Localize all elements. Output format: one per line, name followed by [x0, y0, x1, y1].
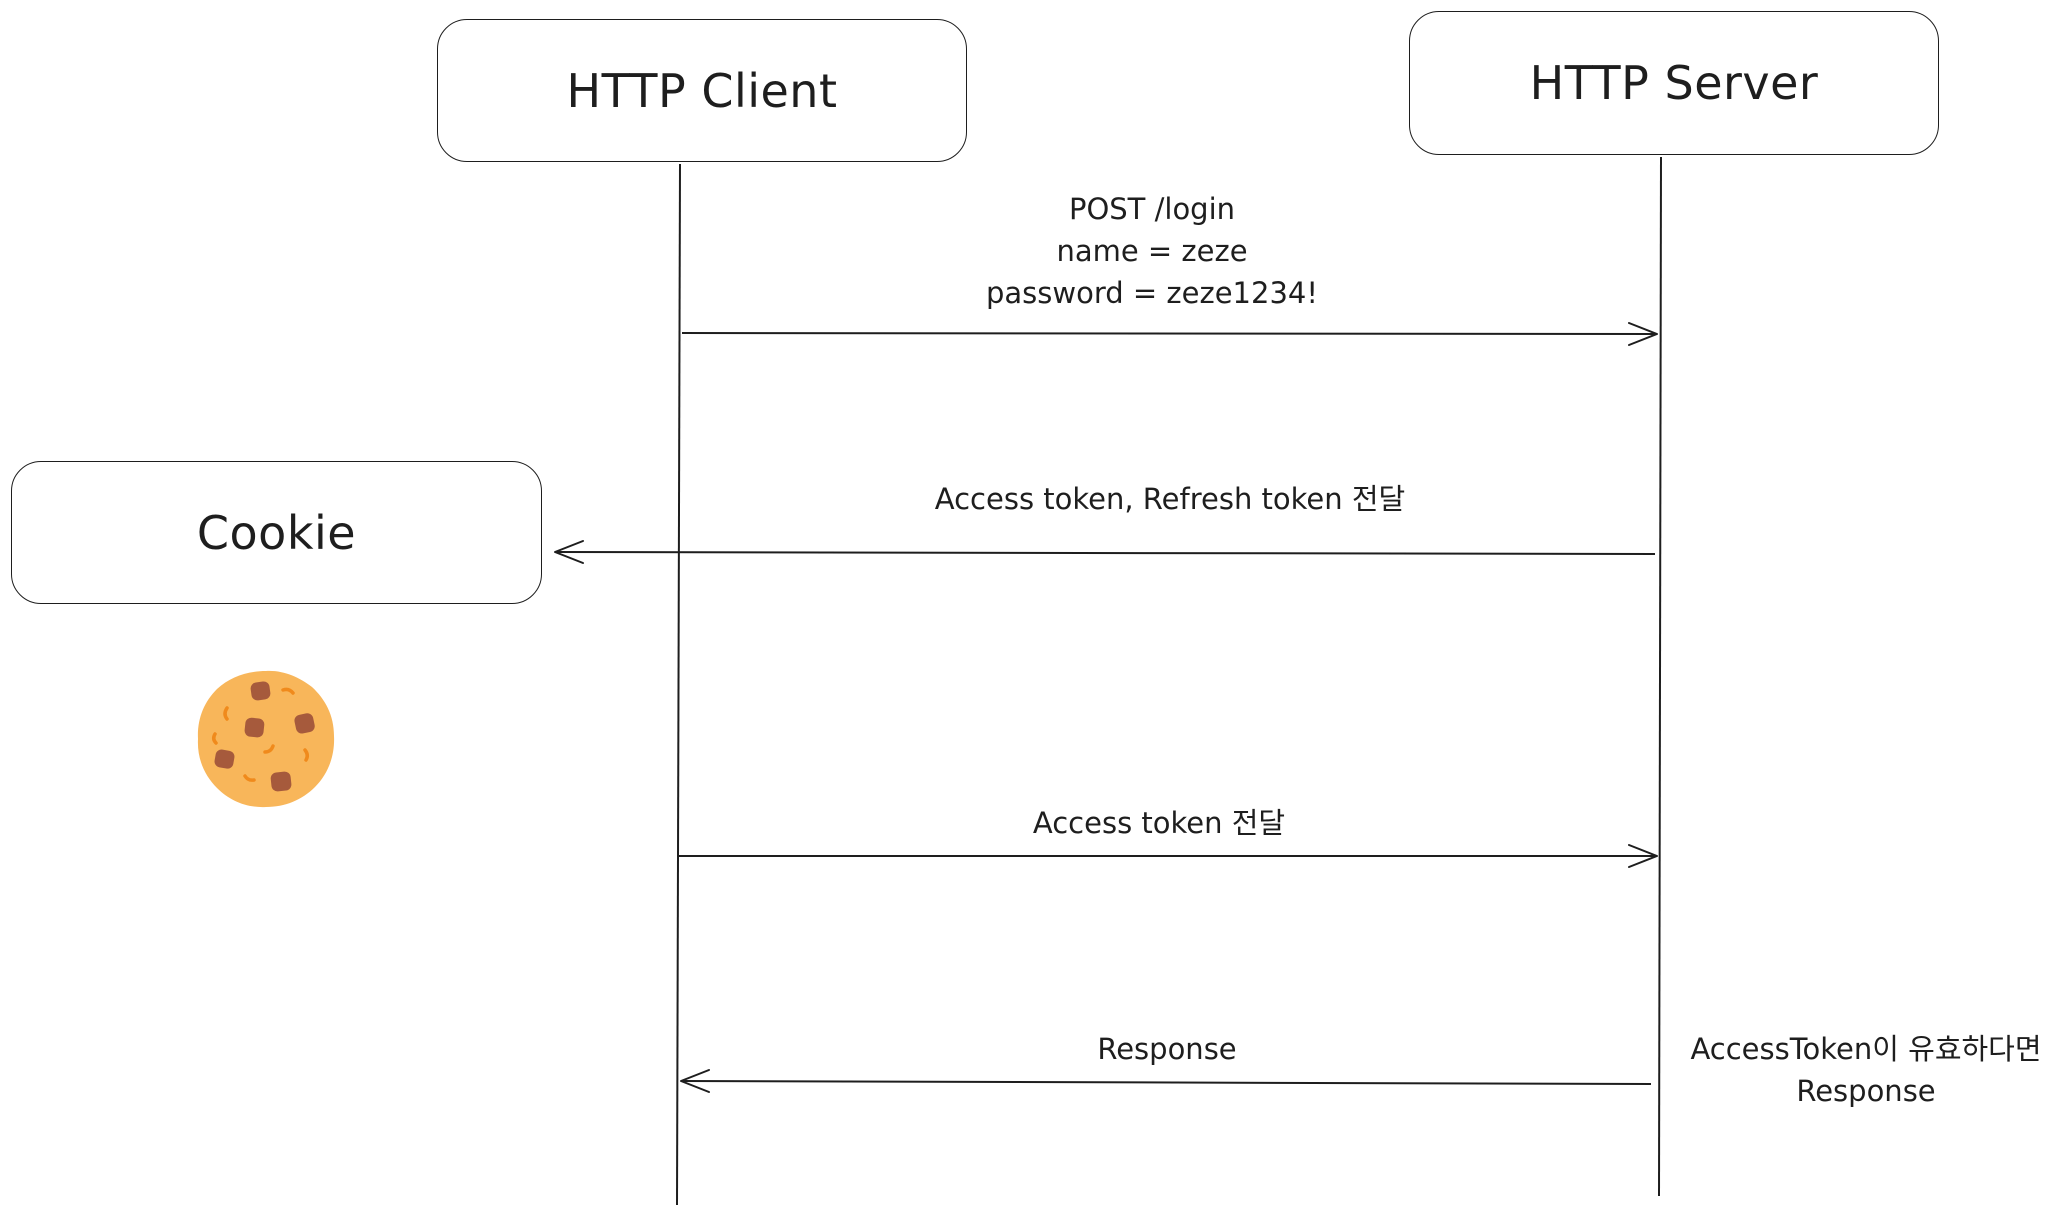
cookie-icon — [197, 670, 335, 808]
participant-http-server-label: HTTP Server — [1529, 56, 1819, 110]
login-arrow — [681, 322, 1658, 346]
participant-cookie: Cookie — [11, 461, 542, 604]
tokens-message-label: Access token, Refresh token 전달 — [934, 482, 1406, 516]
server-note-line: AccessToken이 유효하다면 — [1690, 1032, 2042, 1066]
participant-cookie-label: Cookie — [196, 505, 357, 560]
server-note: AccessToken이 유효하다면 Response — [1690, 1028, 2041, 1112]
response-arrow — [680, 1069, 1652, 1093]
participant-http-client-label: HTTP Client — [566, 63, 838, 118]
participant-http-client: HTTP Client — [437, 19, 967, 162]
access-token-message-label: Access token 전달 — [1032, 806, 1286, 840]
server-lifeline — [1658, 156, 1662, 1197]
tokens-arrow — [554, 540, 1656, 564]
login-message-line: name = zeze — [1056, 234, 1248, 268]
server-note-line: Response — [1796, 1074, 1936, 1108]
client-lifeline — [676, 163, 681, 1206]
login-message-line: POST /login — [1068, 192, 1236, 226]
login-message-line: password = zeze1234! — [986, 276, 1318, 310]
login-message-label: POST /login name = zeze password = zeze1… — [986, 188, 1318, 314]
participant-http-server: HTTP Server — [1409, 11, 1939, 155]
response-message-label: Response — [1097, 1032, 1237, 1066]
access-token-arrow — [678, 844, 1658, 868]
